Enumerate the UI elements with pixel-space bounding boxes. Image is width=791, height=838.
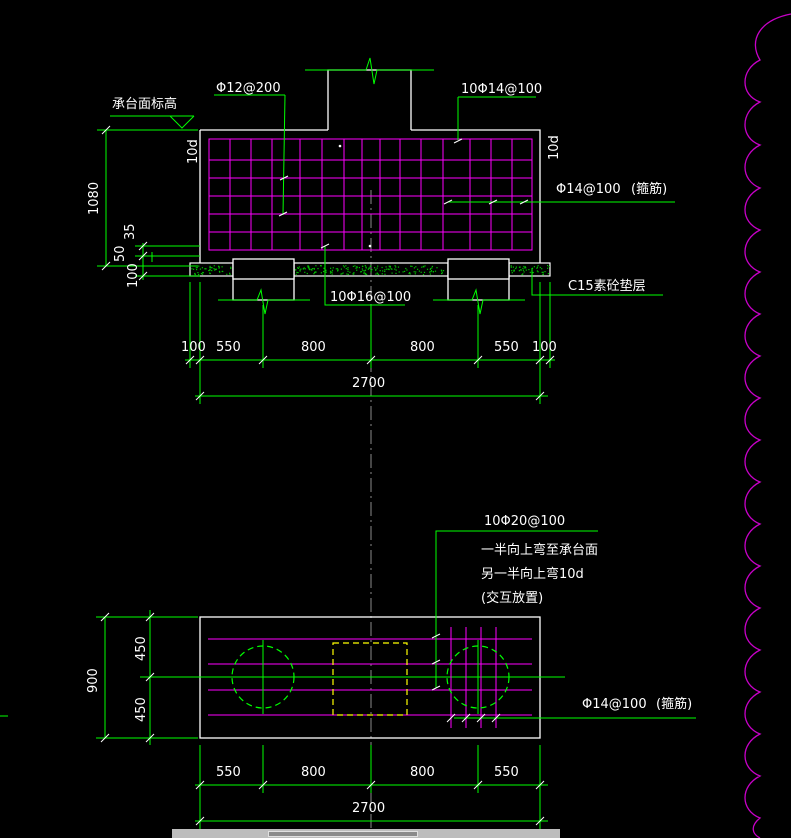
label-bar-main-plan: 10Φ20@100 [484, 514, 565, 529]
label-bar-top: Φ12@200 [216, 81, 281, 96]
dim-elev-h-2: 800 [301, 340, 326, 355]
leader-arrows-elevation [278, 138, 529, 249]
label-cap-top: 承台面标高 [112, 96, 177, 112]
column-plan-outline [332, 642, 408, 716]
dim-plan-h-0: 550 [216, 765, 241, 780]
dim-plan-450-bottom: 450 [134, 697, 149, 722]
dim-elev-h-5: 100 [532, 340, 557, 355]
dim-plan-900: 900 [86, 668, 101, 693]
dim-elev-h-1: 550 [216, 340, 241, 355]
vertical-dim-ticks-plan [100, 612, 155, 743]
revision-cloud [744, 13, 791, 838]
vertical-dim-ticks-elevation [101, 125, 148, 281]
horizontal-dim-ticks-elevation [185, 355, 555, 401]
horizontal-scrollbar[interactable] [172, 829, 560, 838]
label-stirrup-note-elev: (箍筋) [631, 181, 667, 197]
label-plan-note-3: (交互放置) [481, 590, 543, 606]
label-bar-bottom: 10Φ16@100 [330, 290, 411, 305]
dim-elev-h-4: 550 [494, 340, 519, 355]
rebar-grid-elevation [208, 138, 533, 251]
pile-cap-elevation-outline [199, 129, 541, 263]
label-anchor-right: 10d [547, 135, 562, 160]
vertical-dims-plan [96, 610, 198, 745]
scrollbar-thumb[interactable] [268, 831, 418, 837]
horizontal-dims-elevation [185, 282, 555, 404]
label-plan-note-2: 另一半向上弯10d [481, 566, 584, 582]
dim-plan-h-1: 800 [301, 765, 326, 780]
dim-height-1080: 1080 [87, 182, 102, 215]
cushion-layer [189, 262, 551, 277]
label-stirrup-plan: Φ14@100 [582, 697, 647, 712]
leader-ticks-plan [431, 633, 501, 723]
column-stub [327, 69, 412, 130]
dim-50: 50 [113, 245, 128, 262]
label-cushion: C15素砼垫层 [568, 278, 646, 294]
label-stirrup-elev: Φ14@100 [556, 182, 621, 197]
pile-break-lines [218, 288, 525, 315]
dim-elev-h-3: 800 [410, 340, 435, 355]
dim-plan-h-2: 800 [410, 765, 435, 780]
pile-center-marks [262, 640, 479, 714]
vertical-dims-elevation [97, 129, 200, 280]
leader-lines-elevation [110, 94, 675, 306]
dim-35: 35 [123, 223, 138, 240]
piles-elevation [232, 258, 510, 301]
dim-elev-total: 2700 [352, 376, 385, 391]
dim-plan-h-3: 550 [494, 765, 519, 780]
horizontal-dim-ticks-plan [195, 780, 545, 826]
cushion-hatch [191, 265, 550, 276]
label-anchor-left: 10d [186, 139, 201, 164]
label-bar-side: 10Φ14@100 [461, 82, 542, 97]
label-stirrup-note-plan: (箍筋) [656, 696, 692, 712]
dim-plan-450-top: 450 [134, 636, 149, 661]
dim-100-v: 100 [126, 263, 141, 288]
column-break-line [305, 57, 434, 85]
bottom-bar-dots [338, 144, 372, 248]
dim-plan-total: 2700 [352, 801, 385, 816]
dim-elev-h-0: 100 [181, 340, 206, 355]
label-plan-note-1: 一半向上弯至承台面 [481, 542, 598, 558]
